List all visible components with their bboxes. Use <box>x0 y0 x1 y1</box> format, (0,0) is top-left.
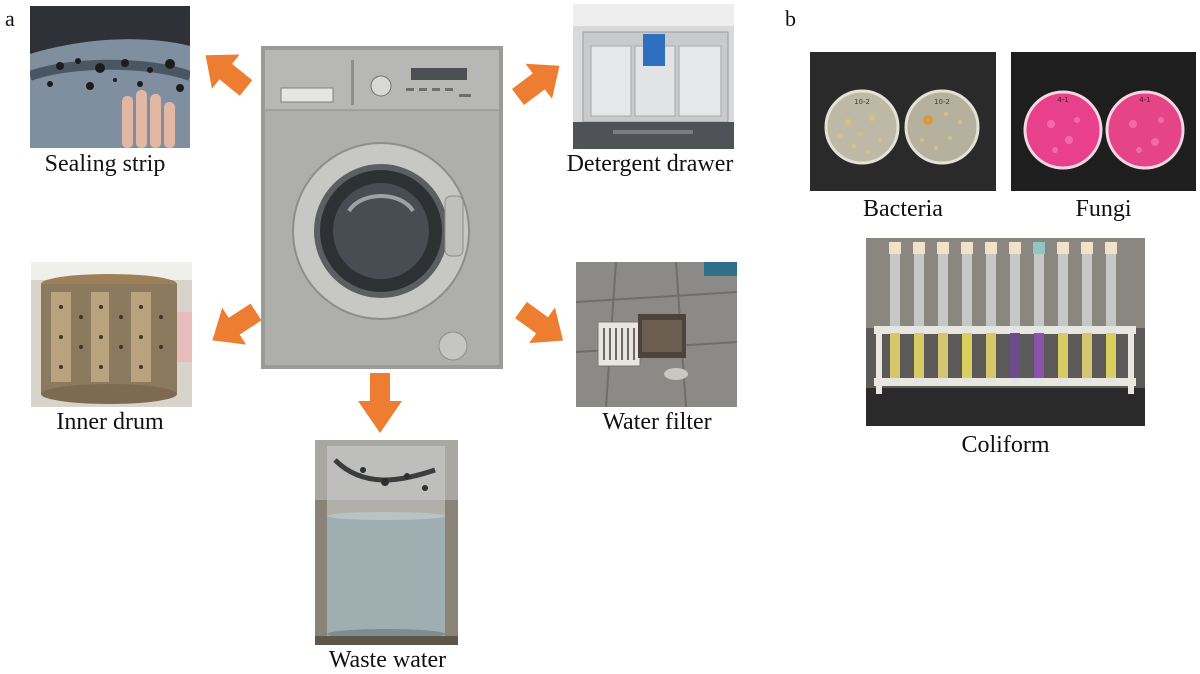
panel-label-a: a <box>5 6 15 31</box>
fungi-photo: 4-1 4-1 <box>1011 52 1196 191</box>
bacteria-caption: Bacteria <box>863 196 943 222</box>
sealing-strip-caption: Sealing strip <box>44 151 166 177</box>
arrow-to-sealing-strip <box>205 54 253 96</box>
fungi-plate-label-left: 4-1 <box>1057 96 1068 104</box>
arrow-to-waste-water <box>358 373 402 433</box>
arrow-to-inner-drum <box>212 303 262 345</box>
arrow-to-detergent-drawer <box>511 63 560 105</box>
inner-drum-photo <box>31 262 192 407</box>
inner-drum-caption: Inner drum <box>56 409 164 435</box>
fungi-caption: Fungi <box>1075 196 1132 222</box>
bacteria-plate-label-left: 10-2 <box>854 98 870 106</box>
water-filter-caption: Water filter <box>602 409 712 435</box>
coliform-photo <box>866 238 1145 426</box>
bacteria-plate-label-right: 10-2 <box>934 98 950 106</box>
detergent-drawer-photo <box>573 4 734 149</box>
washing-machine-photo <box>261 46 503 369</box>
coliform-caption: Coliform <box>961 432 1050 458</box>
water-filter-photo <box>576 262 737 407</box>
detergent-drawer-caption: Detergent drawer <box>566 151 734 177</box>
bacteria-photo: 10-2 10-2 <box>810 52 996 191</box>
sealing-strip-photo <box>30 6 190 148</box>
waste-water-caption: Waste water <box>328 647 447 673</box>
arrow-to-water-filter <box>515 301 564 344</box>
fungi-plate-label-right: 4-1 <box>1139 96 1150 104</box>
waste-water-photo <box>315 440 458 645</box>
panel-label-b: b <box>785 6 796 31</box>
